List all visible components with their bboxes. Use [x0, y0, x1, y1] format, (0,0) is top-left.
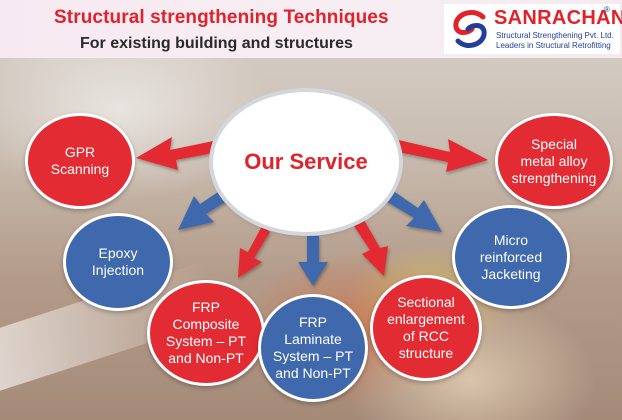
service-epoxy-injection: Epoxy Injection	[63, 213, 173, 311]
service-frp-laminate: FRP Laminate System – PT and Non-PT	[258, 294, 368, 402]
arrow-to-epoxy-injection	[178, 188, 232, 230]
registered-mark: ®	[604, 5, 610, 14]
arrow-to-frp-laminate	[298, 236, 328, 286]
page-title: Structural strengthening Techniques	[54, 7, 389, 28]
service-micro-jacketing: Micro reinforced Jacketing	[452, 205, 570, 309]
arrow-to-special-metal-alloy	[388, 138, 488, 172]
our-service-hub: Our Service	[213, 92, 399, 232]
service-frp-composite: FRP Composite System – PT and Non-PT	[147, 280, 265, 386]
logo-wordmark: SANRACHANA	[494, 7, 622, 29]
page-subtitle: For existing building and structures	[80, 35, 353, 52]
arrow-to-micro-jacketing	[384, 190, 442, 232]
arrow-to-sectional-enlargement	[354, 220, 388, 276]
arrow-to-frp-composite	[238, 226, 270, 278]
service-sectional-enlargement: Sectional enlargement of RCC structure	[370, 275, 482, 381]
service-special-metal-alloy: Special metal alloy strengthening	[495, 113, 613, 209]
arrow-to-gpr-scanning	[136, 137, 230, 170]
our-service-label: Our Service	[244, 149, 368, 174]
logo-tagline-company: Structural Strengthening Pvt. Ltd.	[496, 31, 614, 40]
service-gpr-scanning: GPR Scanning	[25, 113, 135, 209]
sanrachana-logo-icon	[453, 10, 487, 48]
company-logo: SANRACHANA ® Structural Strengthening Pv…	[444, 4, 622, 54]
logo-tagline-slogan: Leaders in Structural Retrofitting	[496, 41, 611, 50]
